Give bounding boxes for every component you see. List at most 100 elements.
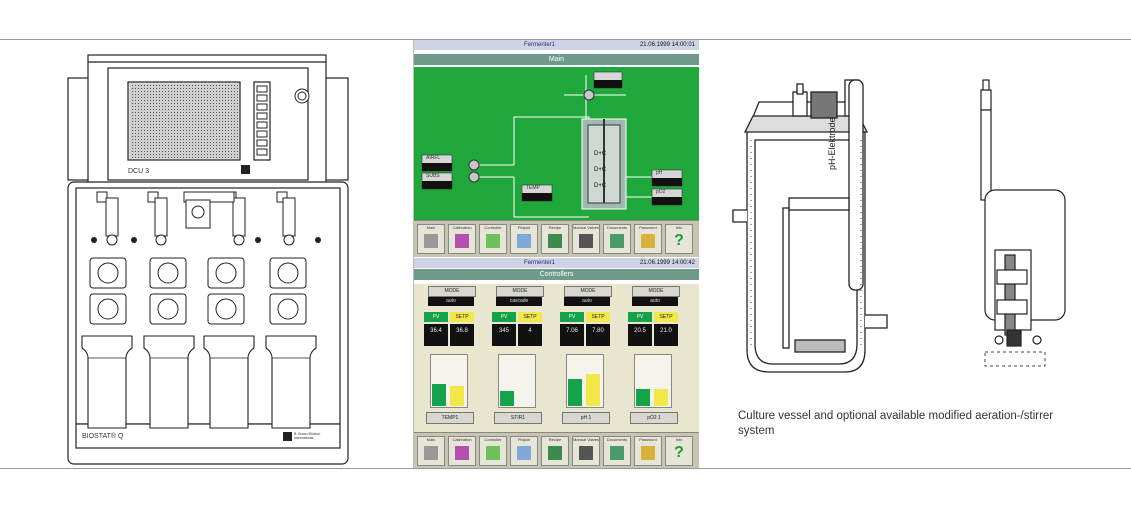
- mode-value: auto: [632, 297, 678, 306]
- mode-button[interactable]: MODE: [496, 286, 544, 297]
- toolbar-btn-password[interactable]: Password: [634, 224, 662, 254]
- sp-bar: [450, 386, 464, 406]
- pv-bar: [636, 388, 650, 406]
- pv-value: 7.06: [560, 324, 584, 346]
- svg-text:D+C: D+C: [594, 167, 607, 173]
- tag-airfl: AIRFL: [426, 155, 441, 161]
- bottom-toolbar: Main Calibration Controller Pidplot Reci…: [414, 432, 699, 468]
- process-schematic: D+C D+C D+C: [421, 71, 683, 218]
- ph-electrode-label: pH-Elektrode: [827, 117, 837, 170]
- pv-bar: [432, 383, 446, 406]
- sp-label: SETP: [654, 312, 678, 322]
- drawings-panel: pH-Elektrode: [699, 40, 1131, 468]
- drawing-caption: Culture vessel and optional available mo…: [738, 410, 1054, 437]
- sp-value: 36.8: [450, 324, 474, 346]
- toolbar2-btn-documents[interactable]: Documents: [603, 436, 631, 466]
- toolbar2-btn-manual-valves[interactable]: Manual Valves: [572, 436, 600, 466]
- bottom-screen-titlebar: Fermenter1 21.06.1999 14:00:42: [414, 258, 699, 268]
- top-toolbar: Main Calibration Controller Pidplot Reci…: [414, 220, 699, 257]
- bottom-rule: [0, 468, 1131, 469]
- culture-vessel-drawing: [732, 79, 1066, 373]
- sp-value: 4: [518, 324, 542, 346]
- toolbar-btn-info[interactable]: Info?: [665, 224, 693, 254]
- toolbar2-btn-pidplot[interactable]: Pidplot: [510, 436, 538, 466]
- biostat-device-drawing: [67, 54, 349, 465]
- controller-name-button[interactable]: STIR1: [494, 412, 542, 424]
- sp-value: 7.80: [586, 324, 610, 346]
- sp-label: SETP: [518, 312, 542, 322]
- toolbar-btn-calibration[interactable]: Calibration: [448, 224, 476, 254]
- device-panel: DCU 3 BIOSTAT® Q B. Braun Biotech Intern…: [0, 40, 413, 468]
- toolbar-btn-main[interactable]: Main: [417, 224, 445, 254]
- toolbar2-btn-recipe[interactable]: Recipe: [541, 436, 569, 466]
- help-icon: ?: [674, 232, 684, 249]
- mode-button[interactable]: MODE: [428, 286, 476, 297]
- bottom-screen-datetime: 21.06.1999 14:00:42: [639, 260, 695, 266]
- top-screen-title: Fermenter1: [524, 42, 556, 48]
- dcu-label: DCU 3: [128, 168, 150, 175]
- pv-label: PV: [560, 312, 584, 322]
- toolbar2-btn-calibration[interactable]: Calibration: [448, 436, 476, 466]
- controller-icon: [486, 234, 500, 248]
- mode-value: auto: [428, 297, 474, 306]
- logo-text: B. Braun Biotech International: [294, 432, 321, 440]
- top-screen-header: Main: [414, 54, 699, 65]
- toolbar2-btn-password[interactable]: Password: [634, 436, 662, 466]
- bottom-screen-title: Fermenter1: [524, 260, 556, 266]
- toolbar2-btn-info[interactable]: Info?: [665, 436, 693, 466]
- pv-label: PV: [492, 312, 516, 322]
- pv-value: 345: [492, 324, 516, 346]
- tag-po2: pO2: [656, 189, 666, 195]
- sp-label: SETP: [450, 312, 474, 322]
- toolbar-btn-pidplot[interactable]: Pidplot: [510, 224, 538, 254]
- top-screen-datetime: 21.06.1999 14:00:01: [639, 42, 695, 48]
- svg-text:D+C: D+C: [594, 183, 607, 189]
- recipe-icon: [548, 446, 562, 460]
- tag-temp: TEMP: [526, 185, 540, 191]
- toolbar2-btn-main[interactable]: Main: [417, 436, 445, 466]
- documents-icon: [610, 446, 624, 460]
- toolbar-btn-controller[interactable]: Controller: [479, 224, 507, 254]
- mode-value: cascade: [496, 297, 542, 306]
- toolbar-btn-manual-valves[interactable]: Manual Valves: [572, 224, 600, 254]
- pv-value: 36.4: [424, 324, 448, 346]
- mode-button[interactable]: MODE: [564, 286, 612, 297]
- sp-value: 21.0: [654, 324, 678, 346]
- pv-label: PV: [424, 312, 448, 322]
- main-icon: [424, 446, 438, 460]
- controller-name-button[interactable]: TEMP1: [426, 412, 474, 424]
- mode-button[interactable]: MODE: [632, 286, 680, 297]
- documents-icon: [610, 234, 624, 248]
- recipe-icon: [548, 234, 562, 248]
- controller-icon: [486, 446, 500, 460]
- toolbar2-btn-controller[interactable]: Controller: [479, 436, 507, 466]
- tag-ph: pH: [656, 170, 663, 176]
- key-icon: [641, 446, 655, 460]
- toolbar-btn-recipe[interactable]: Recipe: [541, 224, 569, 254]
- sp-label: SETP: [586, 312, 610, 322]
- valves-icon: [579, 446, 593, 460]
- brand-label: BIOSTAT® Q: [82, 433, 124, 440]
- controller-name-button[interactable]: pH 1: [562, 412, 610, 424]
- pidplot-icon: [517, 446, 531, 460]
- pv-value: 20.5: [628, 324, 652, 346]
- controller-name-button[interactable]: pO2 1: [630, 412, 678, 424]
- svg-text:D+C: D+C: [594, 151, 607, 157]
- calibration-icon: [455, 446, 469, 460]
- mode-value: auto: [564, 297, 610, 306]
- pv-label: PV: [628, 312, 652, 322]
- top-rule: [0, 39, 1131, 40]
- help-icon: ?: [674, 444, 684, 461]
- toolbar-btn-documents[interactable]: Documents: [603, 224, 631, 254]
- bottom-screen-header: Controllers: [414, 269, 699, 280]
- main-icon: [424, 234, 438, 248]
- pv-bar: [568, 378, 582, 406]
- calibration-icon: [455, 234, 469, 248]
- sp-bar: [654, 388, 668, 406]
